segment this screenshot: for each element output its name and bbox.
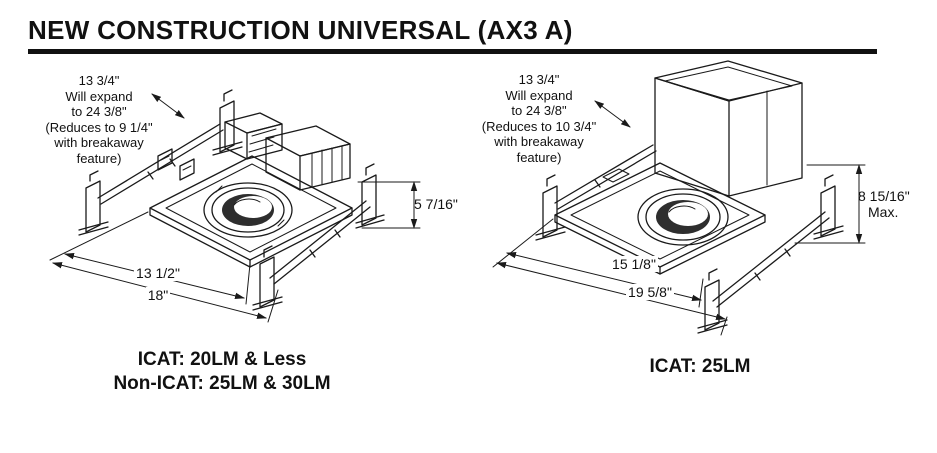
hanger-bar-front [269,200,371,285]
page-title: NEW CONSTRUCTION UNIVERSAL (AX3 A) [28,15,573,45]
aperture-ring [637,188,729,246]
note-line: Will expand [65,88,133,104]
note-line: to 24 3/8" [71,104,127,119]
hanger-bar-back [97,123,224,205]
hanger-bar-back [554,144,657,210]
caption-line-non-icat: Non-ICAT: 25LM & 30LM [113,373,331,394]
note-line: (Reduces to 10 3/4" [481,118,597,134]
left-width-inner-dimension-label: 13 1/2" [134,265,182,281]
mounting-bracket-left [78,170,109,236]
title-underline [28,49,877,54]
height-dimension-max-suffix: Max. [868,204,899,220]
right-fixture-drawing [492,60,866,336]
note-line: with breakaway [494,134,584,149]
mounting-bracket-top [212,89,243,156]
mounting-bracket-right [355,163,385,229]
note-line: with breakaway [54,135,144,150]
caption-line-icat: ICAT: 25LM [649,356,751,377]
right-width-inner-dimension-label: 15 1/8" [610,256,658,272]
aperture-ring [203,182,293,238]
hanger-bar-front [712,211,830,308]
note-line: 13 3/4" [518,72,560,87]
left-width-outer-dimension-label: 18" [145,287,171,303]
housing-box [654,60,803,197]
left-fixture-drawing [49,89,421,323]
right-width-outer-dimension-label: 19 5/8" [626,284,674,300]
note-line: 13 3/4" [78,73,120,88]
right-fixture-caption: ICAT: 25LM [580,355,820,379]
right-height-dimension-label: 8 15/16" Max. [858,188,910,220]
junction-box [265,125,351,191]
note-line: (Reduces to 9 1/4" [45,119,153,135]
mounting-pan [149,155,353,268]
mounting-bracket-left [535,174,566,241]
right-expansion-note: 13 3/4" Will expand to 24 3/8" (Reduces … [466,72,612,165]
note-line: Will expand [505,87,573,103]
caption-line-icat: ICAT: 20LM & Less [137,349,307,370]
left-height-dimension-label: 5 7/16" [414,196,458,212]
mounting-bracket-right [813,174,844,240]
breakaway-tabs [157,148,195,181]
note-line: to 24 3/8" [511,103,567,118]
note-line: feature) [516,149,562,165]
left-fixture-caption: ICAT: 20LM & Less Non-ICAT: 25LM & 30LM [88,348,356,396]
note-line: feature) [76,150,122,166]
left-expansion-note: 13 3/4" Will expand to 24 3/8" (Reduces … [30,73,168,166]
driver-box [224,112,283,160]
